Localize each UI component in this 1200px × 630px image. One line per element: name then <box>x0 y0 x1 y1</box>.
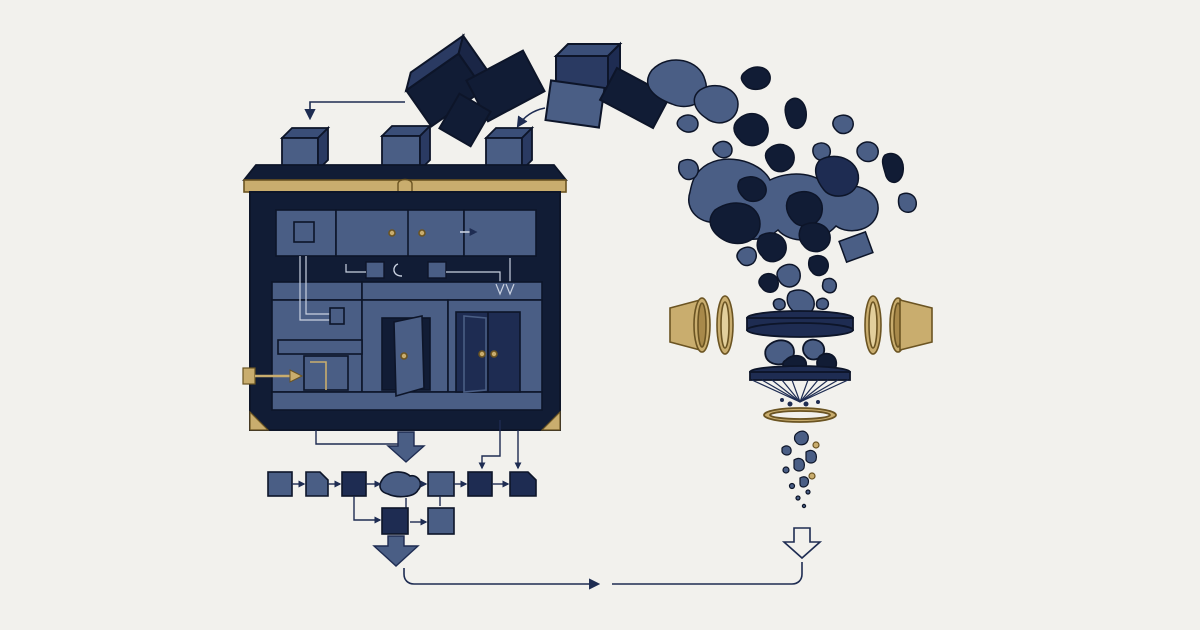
lens-left <box>669 295 734 355</box>
cabinet-upper-drawers <box>275 209 537 257</box>
gold-input-arrow <box>242 367 304 385</box>
open-door-left <box>393 315 425 398</box>
pipeline-block-1 <box>267 471 293 497</box>
top-return-arrow <box>304 101 546 128</box>
bottom-return-line <box>403 562 803 590</box>
falling-block-2 <box>465 49 546 123</box>
pipeline-block-5 <box>427 471 455 497</box>
cabinet-roof <box>242 164 568 181</box>
pipeline-doc-2 <box>509 471 537 497</box>
cabinet-corner-right <box>540 410 561 431</box>
pipeline-doc-1 <box>305 471 329 497</box>
cabinet-lock-icon <box>397 178 413 193</box>
falling-block-3 <box>438 92 492 148</box>
pipeline-block-3 <box>341 471 367 497</box>
cabinet <box>242 123 568 431</box>
filter-lenses <box>669 295 933 355</box>
cabinet-lower-compartments <box>271 256 543 411</box>
cabinet-down-arrow <box>386 431 426 463</box>
cabinet-small-arrows <box>495 283 515 296</box>
cabinet-top-boxes <box>279 123 535 173</box>
pipeline <box>267 420 803 590</box>
pipeline-blob <box>379 471 422 498</box>
lens-right <box>864 295 933 355</box>
funnel-small-dots <box>780 398 820 407</box>
pipeline-down-arrow <box>372 535 420 567</box>
pipeline-side-block <box>427 507 455 535</box>
falling-block-5 <box>544 79 606 129</box>
output-particles <box>781 430 820 509</box>
pipeline-merge-block <box>381 507 409 535</box>
particle-cloud <box>646 59 917 316</box>
output-down-arrow <box>781 527 823 560</box>
pipeline-block-6 <box>467 471 493 497</box>
falling-blocks <box>404 33 672 148</box>
funnel-cone <box>751 379 849 403</box>
falling-block-6 <box>598 66 672 130</box>
funnel <box>746 310 854 423</box>
cabinet-corner-left <box>249 410 270 431</box>
